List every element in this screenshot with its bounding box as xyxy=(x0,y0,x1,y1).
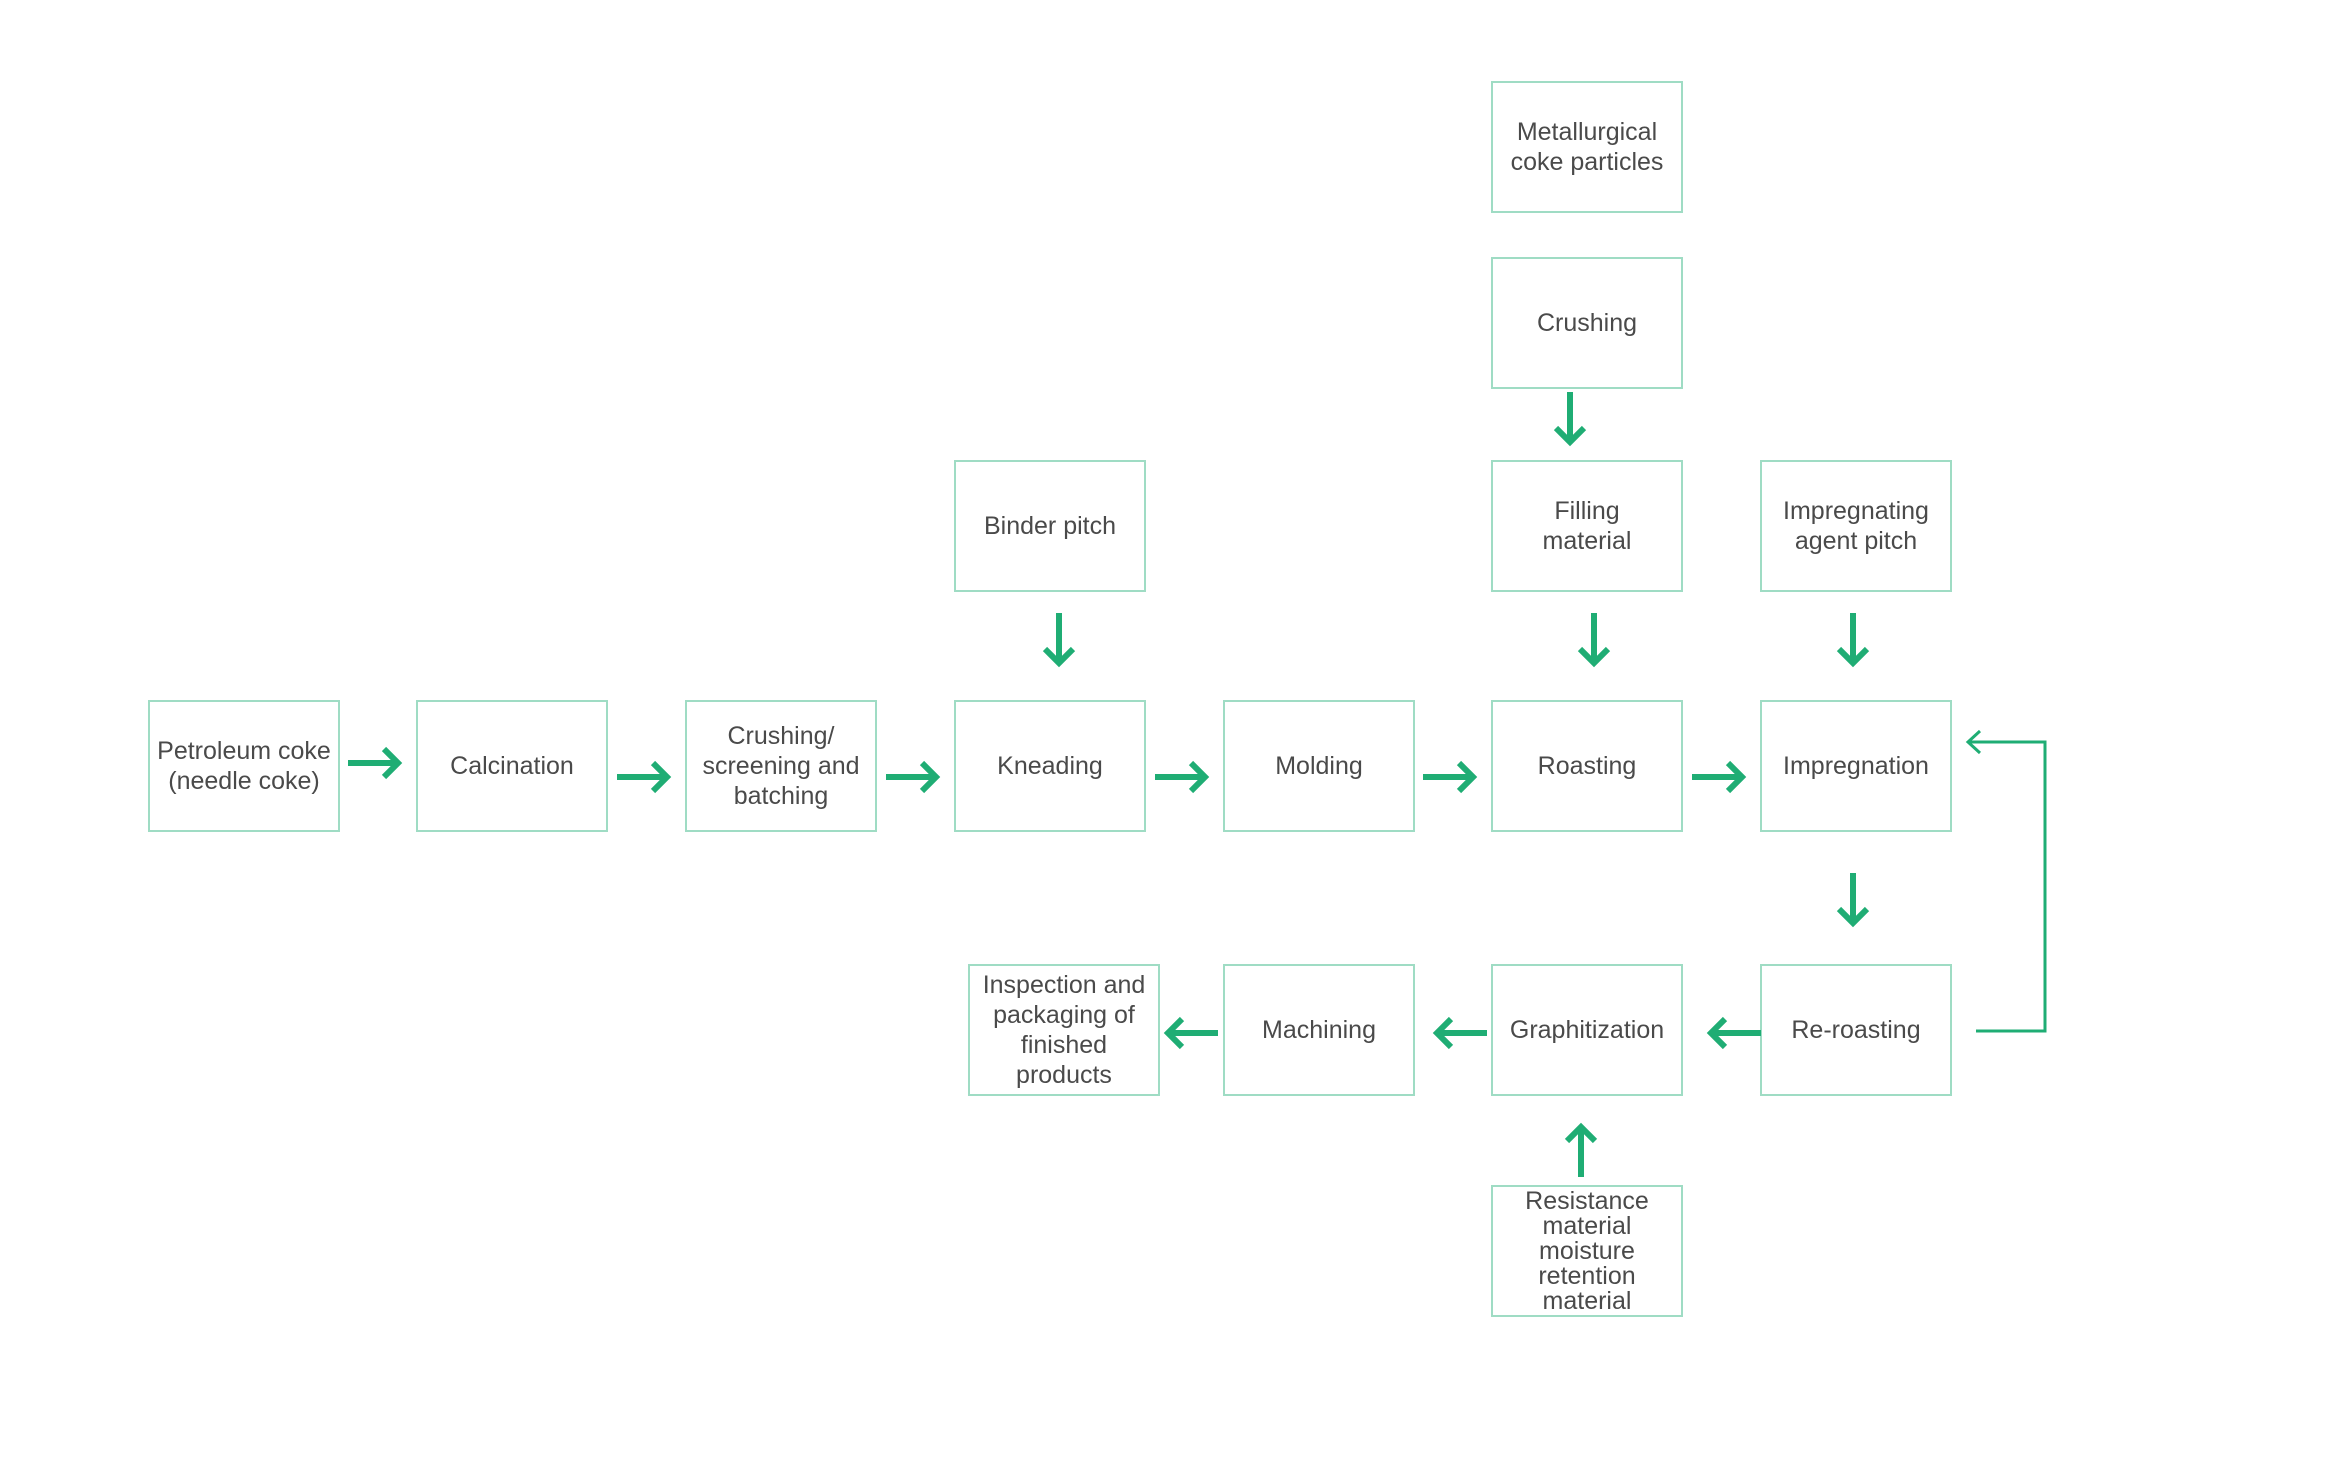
arrow-crushing-to-filling xyxy=(1553,392,1587,447)
node-crushing-screening-batching: Crushing/ screening and batching xyxy=(685,700,877,832)
node-label: Graphitization xyxy=(1509,1016,1665,1044)
arrow-filling-to-roasting xyxy=(1577,613,1611,668)
arrow-impregnating-pitch-to-impregnation xyxy=(1836,613,1870,668)
node-kneading: Kneading xyxy=(954,700,1146,832)
node-label: Kneading xyxy=(997,752,1103,780)
node-label: Re-roasting xyxy=(1791,1016,1921,1044)
node-resistance-material: Resistance material moisture retention m… xyxy=(1491,1185,1683,1317)
arrow-crushing-to-kneading xyxy=(886,760,941,794)
node-graphitization: Graphitization xyxy=(1491,964,1683,1096)
arrow-graphitization-to-machining xyxy=(1432,1016,1487,1050)
arrow-re-roasting-to-graphitization xyxy=(1706,1016,1761,1050)
node-machining: Machining xyxy=(1223,964,1415,1096)
arrow-petroleum-to-calcination xyxy=(348,746,403,780)
node-label: Impregnation xyxy=(1783,752,1929,780)
node-label: Resistance material moisture retention m… xyxy=(1525,1186,1649,1315)
arrow-impregnation-to-re-roasting xyxy=(1836,873,1870,928)
arrow-resistance-to-graphitization xyxy=(1564,1122,1598,1177)
node-label: Crushing/ screening and batching xyxy=(702,722,860,810)
node-crushing: Crushing xyxy=(1491,257,1683,389)
node-impregnating-agent-pitch: Impregnating agent pitch xyxy=(1760,460,1952,592)
node-label: Machining xyxy=(1262,1016,1376,1044)
arrow-roasting-to-impregnation xyxy=(1692,760,1747,794)
node-petroleum-coke: Petroleum coke (needle coke) xyxy=(148,700,340,832)
arrow-calcination-to-crushing xyxy=(617,760,672,794)
node-label: Binder pitch xyxy=(983,512,1117,540)
node-molding: Molding xyxy=(1223,700,1415,832)
node-filling-material: Filling material xyxy=(1491,460,1683,592)
node-inspection-packaging: Inspection and packaging of finished pro… xyxy=(968,964,1160,1096)
node-label: Filling material xyxy=(1542,497,1632,555)
node-impregnation: Impregnation xyxy=(1760,700,1952,832)
node-label: Petroleum coke (needle coke) xyxy=(157,737,331,795)
node-label: Crushing xyxy=(1536,309,1638,337)
node-metallurgical-coke: Metallurgical coke particles xyxy=(1491,81,1683,213)
node-label: Roasting xyxy=(1537,752,1637,780)
node-roasting: Roasting xyxy=(1491,700,1683,832)
node-label: Impregnating agent pitch xyxy=(1783,497,1929,555)
arrow-machining-to-inspection xyxy=(1163,1016,1218,1050)
node-re-roasting: Re-roasting xyxy=(1760,964,1952,1096)
node-calcination: Calcination xyxy=(416,700,608,832)
loop-arrow-re-roasting-to-impregnation xyxy=(1965,729,2047,1033)
node-label: Molding xyxy=(1275,752,1363,780)
node-binder-pitch: Binder pitch xyxy=(954,460,1146,592)
node-label: Inspection and packaging of finished pro… xyxy=(982,971,1146,1089)
node-label: Metallurgical coke particles xyxy=(1510,118,1664,176)
arrow-binder-to-kneading xyxy=(1042,613,1076,668)
node-label: Calcination xyxy=(450,752,574,780)
arrow-molding-to-roasting xyxy=(1423,760,1478,794)
arrow-kneading-to-molding xyxy=(1155,760,1210,794)
